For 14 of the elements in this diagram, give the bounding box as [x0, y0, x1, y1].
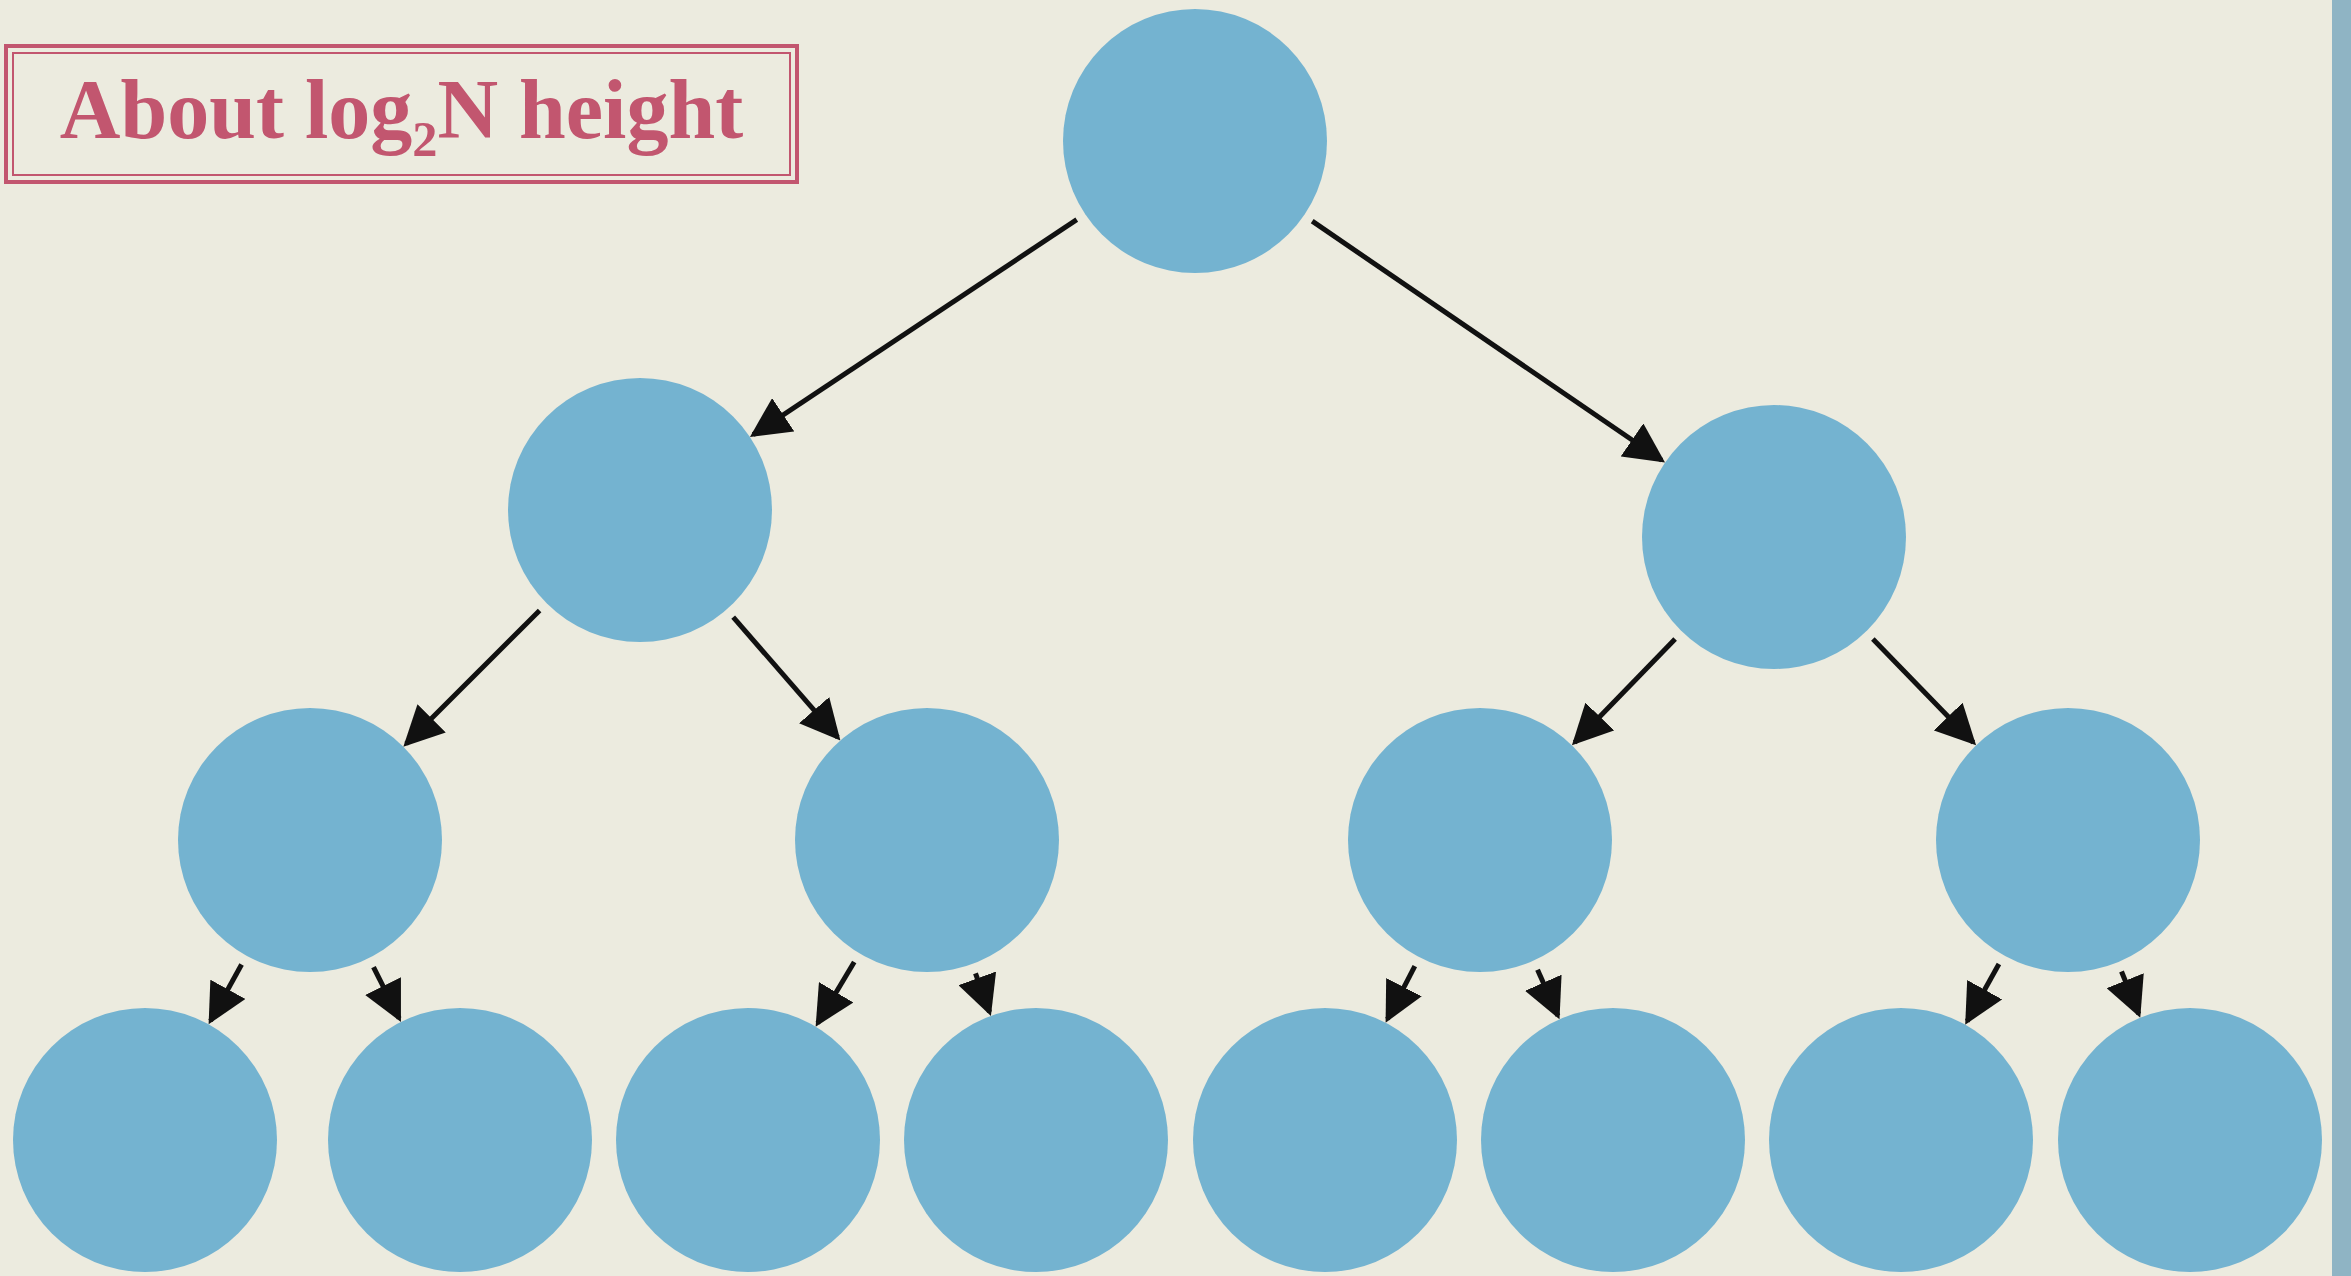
arrow [1385, 965, 1422, 1023]
arrow [208, 963, 246, 1025]
arrow [958, 971, 997, 1016]
arrow [403, 608, 542, 747]
arrow [1525, 968, 1562, 1020]
title-box: About log$_{2}$N height [4, 44, 799, 184]
arrow [1571, 637, 1677, 746]
arrow [731, 615, 841, 741]
arrow [815, 960, 857, 1027]
arrow [1310, 219, 1666, 463]
arrow [365, 965, 402, 1022]
arrow [1964, 962, 2003, 1025]
arrow [1871, 637, 1977, 746]
arrow [749, 217, 1079, 437]
